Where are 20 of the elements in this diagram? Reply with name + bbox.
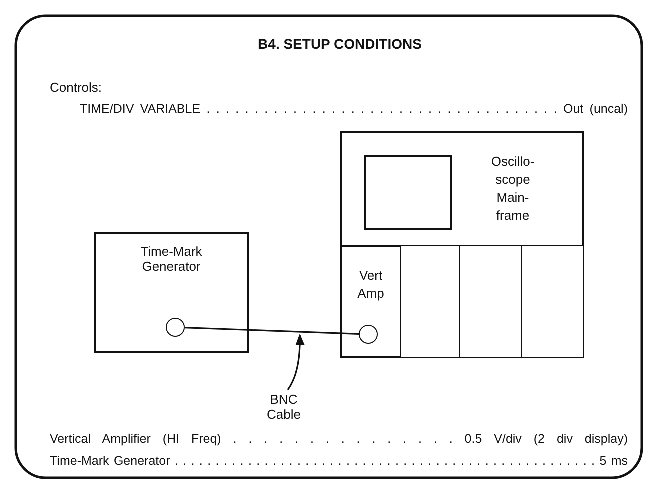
heading: B4. SETUP CONDITIONS <box>257 37 423 52</box>
setting-line: Time-Mark Generator . . . . . . . . . . . . . . . . . . . . . . . . . . . . . . . . . . . . . . . . . . . . . . . . . . . . 5 ms <box>50 454 628 469</box>
connector-jack <box>359 325 378 344</box>
mainframe-box <box>340 131 584 356</box>
node-label: Vert Amp <box>356 267 386 303</box>
plug-in-slot <box>521 245 584 358</box>
cable-label: BNC Cable <box>266 392 302 422</box>
leader-line <box>287 334 305 390</box>
cable-line <box>184 327 360 335</box>
connector-jack <box>166 318 185 337</box>
plug-in-slot <box>459 245 523 358</box>
node-label: Oscillo- scope Main- frame <box>490 153 536 225</box>
label: Controls: <box>50 80 102 95</box>
screen-box <box>364 155 452 230</box>
plug-in-slot <box>400 245 461 358</box>
plug-in-slot <box>340 245 402 358</box>
setting-line: TIME/DIV VARIABLE . . . . . . . . . . . . . . . . . . . . . . . . . . . . . . . . . . . . . Out (uncal) <box>80 102 628 117</box>
instrument-box <box>94 232 249 353</box>
setting-line: Vertical Amplifier (HI Freq) . . . . . . . . . . . . . . . 0.5 V/div (2 div display) <box>50 432 628 447</box>
node-label: Time-Mark Generator <box>140 244 204 274</box>
